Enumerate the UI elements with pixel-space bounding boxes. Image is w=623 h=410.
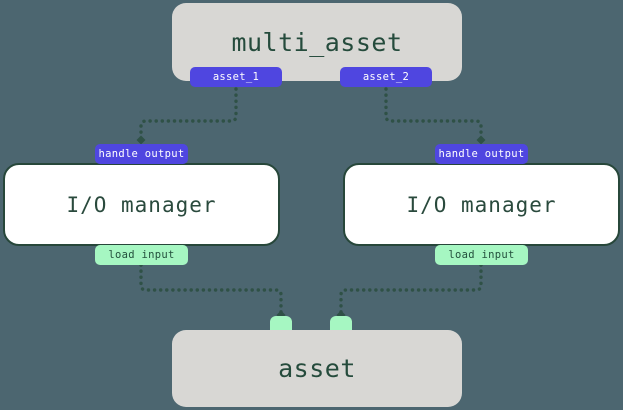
badge-load-input-left[interactable]: load input: [95, 245, 188, 265]
node-multi-asset[interactable]: multi_asset: [172, 3, 462, 81]
node-asset[interactable]: asset: [172, 330, 462, 407]
edge-asset1-to-handle-output-left: [136, 87, 238, 145]
badge-handle-output-right[interactable]: handle output: [435, 144, 528, 164]
badge-asset-2[interactable]: asset_2: [340, 67, 432, 87]
badge-asset-1-label: asset_1: [212, 71, 260, 83]
node-io-manager-left[interactable]: I/O manager: [3, 163, 280, 246]
badge-asset-2-label: asset_2: [362, 71, 410, 83]
edge-asset2-to-handle-output-right: [384, 87, 486, 145]
node-asset-label: asset: [278, 354, 356, 383]
badge-handle-output-right-label: handle output: [438, 148, 525, 160]
badge-load-input-left-label: load input: [108, 249, 175, 261]
badge-load-input-right-label: load input: [448, 249, 515, 261]
edge-load-input-left-to-asset-handle-1: [139, 263, 286, 320]
badge-asset-1[interactable]: asset_1: [190, 67, 282, 87]
badge-load-input-right[interactable]: load input: [435, 245, 528, 265]
node-io-manager-right[interactable]: I/O manager: [343, 163, 620, 246]
node-io-manager-left-label: I/O manager: [66, 192, 217, 217]
node-io-manager-right-label: I/O manager: [406, 192, 557, 217]
node-multi-asset-label: multi_asset: [231, 27, 403, 57]
edge-load-input-right-to-asset-handle-2: [336, 263, 483, 320]
badge-handle-output-left[interactable]: handle output: [95, 144, 188, 164]
badge-handle-output-left-label: handle output: [98, 148, 185, 160]
